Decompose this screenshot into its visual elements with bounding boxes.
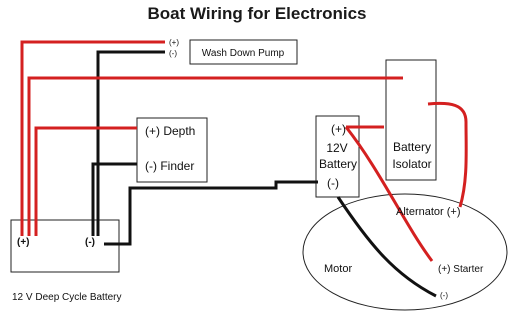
starting-battery-box bbox=[315, 115, 360, 198]
main-negative-wire bbox=[104, 180, 318, 246]
pump-negative-terminal-label: (-) bbox=[169, 49, 177, 58]
pump-positive-wire bbox=[20, 40, 165, 236]
starting-battery-negative-label: (-) bbox=[327, 176, 339, 190]
pump-negative-wire bbox=[96, 50, 165, 236]
isolator-to-alternator-wire bbox=[427, 101, 468, 208]
isolator-label-line1: Battery bbox=[393, 140, 431, 154]
battery-isolator-box bbox=[385, 59, 437, 181]
wash-down-pump-box bbox=[189, 39, 298, 65]
motor-ellipse bbox=[302, 193, 508, 311]
depth-finder-negative-wire bbox=[91, 162, 137, 236]
depth-finder-positive-label: (+) Depth bbox=[145, 124, 195, 138]
deep-cycle-battery-caption: 12 V Deep Cycle Battery bbox=[12, 292, 122, 303]
diagram-title: Boat Wiring for Electronics bbox=[148, 4, 367, 23]
isolator-label-line2: Isolator bbox=[392, 157, 431, 171]
isolator-feed-positive-wire bbox=[27, 76, 403, 236]
starting-battery-to-motor-negative-wire bbox=[336, 196, 437, 298]
depth-finder-box bbox=[136, 117, 208, 183]
starter-label: (+) Starter bbox=[438, 264, 484, 275]
motor-label: Motor bbox=[324, 263, 352, 275]
starting-battery-positive-label: (+) bbox=[331, 122, 346, 136]
depth-finder-negative-label: (-) Finder bbox=[145, 159, 194, 173]
motor-negative-label: (-) bbox=[440, 291, 448, 300]
depth-finder-positive-wire bbox=[34, 126, 137, 236]
starting-battery-to-starter-wire bbox=[344, 126, 434, 262]
deep-cycle-negative-label: (-) bbox=[85, 237, 95, 248]
starting-battery-label: Battery bbox=[319, 157, 357, 171]
starting-battery-voltage-label: 12V bbox=[326, 141, 347, 155]
deep-cycle-positive-label: (+) bbox=[17, 237, 30, 248]
pump-positive-terminal-label: (+) bbox=[169, 38, 179, 47]
wash-down-pump-label: Wash Down Pump bbox=[202, 48, 285, 59]
alternator-label: Alternator (+) bbox=[396, 206, 461, 218]
